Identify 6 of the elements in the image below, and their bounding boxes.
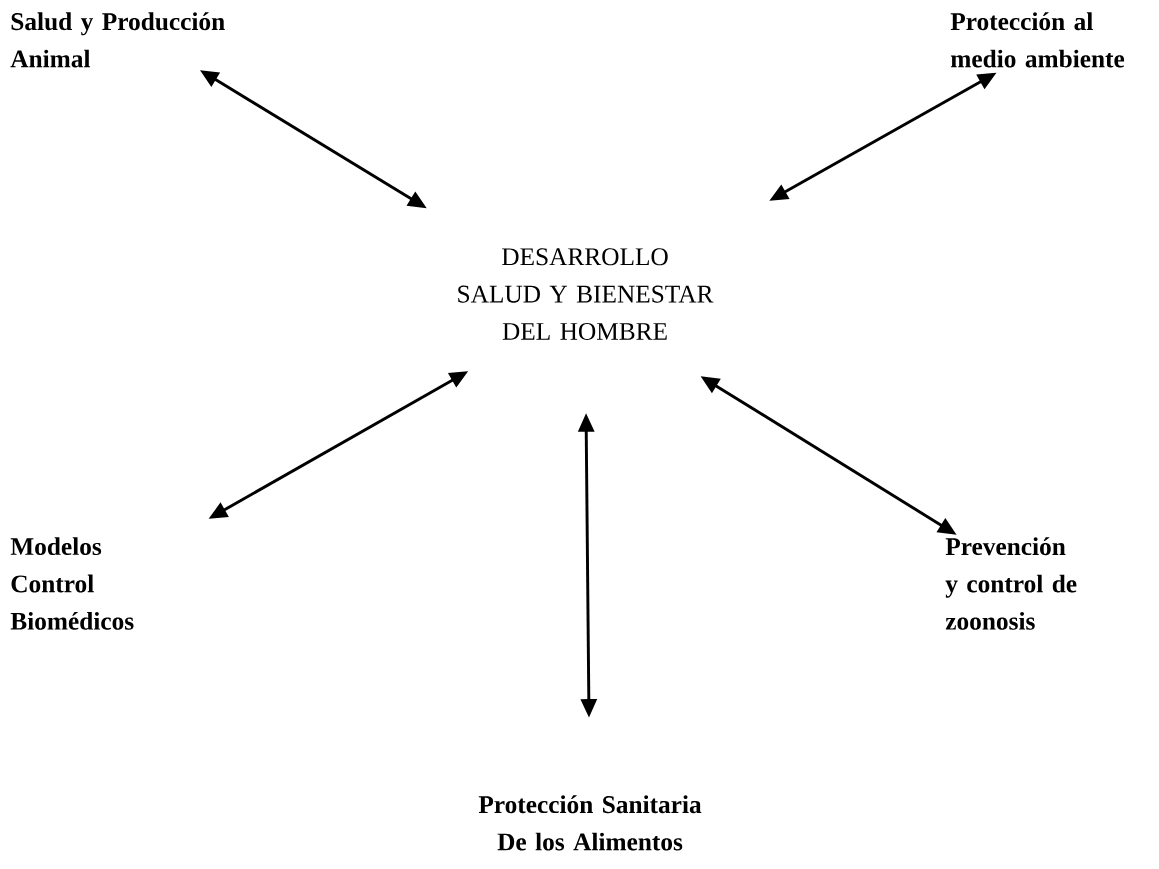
label-text: DESARROLLO SALUD Y BIENESTAR DEL HOMBRE [458,248,714,340]
label-text: Salud y Producción Animal [10,12,225,68]
label-text: Protección Sanitaria De los Alimentos [478,795,702,851]
label-text: Modelos Control Biomédicos [10,537,134,630]
label-text: Prevención y control de zoonosis [945,537,1077,630]
label-text: Protección al medio ambiente [950,12,1125,68]
